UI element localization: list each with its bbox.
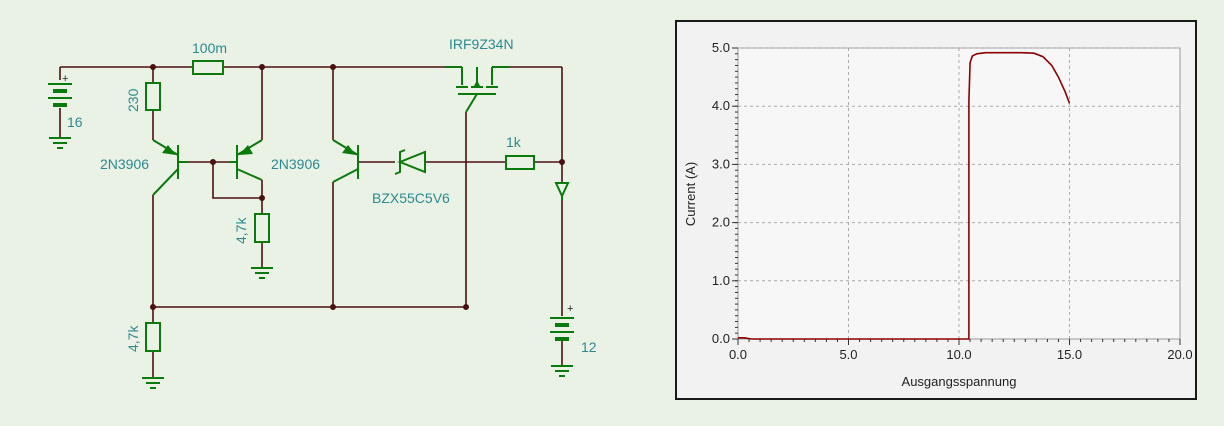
resistor-100m-symbol [192, 60, 224, 75]
output-probe-symbol [554, 182, 570, 200]
resistor-230-symbol [145, 82, 161, 111]
y-tick-label: 1.0 [712, 273, 730, 288]
resistor-1k-symbol [505, 155, 535, 170]
resistor-4k7-mid-symbol [254, 213, 270, 243]
zener-diode-symbol [394, 149, 426, 175]
x-tick-label: 0.0 [729, 347, 747, 362]
resistor-4k7-mid-label: 4,7k [233, 217, 249, 244]
transistor-q3-symbol [332, 139, 359, 183]
battery-in-label: 16 [67, 114, 83, 130]
transistor-q2-label: 2N3906 [271, 156, 320, 172]
transistor-q1-label: 2N3906 [100, 156, 149, 172]
resistor-100m-label: 100m [192, 40, 227, 56]
y-tick-labels: 0.0 1.0 2.0 3.0 4.0 5.0 [712, 40, 730, 346]
wires [59, 66, 563, 378]
y-tick-label: 4.0 [712, 98, 730, 113]
x-tick-label: 10.0 [946, 347, 971, 362]
plot-panel: 0.0 5.0 10.0 15.0 20.0 0.0 1.0 2.0 3.0 4.0 5.0 Au… [675, 20, 1197, 400]
junctions [150, 64, 565, 310]
resistor-4k7-bottom-symbol [145, 322, 161, 352]
grid [738, 47, 1180, 339]
mosfet-symbol [445, 66, 510, 113]
resistor-4k7-bottom-label: 4,7k [125, 325, 141, 352]
x-tick-label: 5.0 [839, 347, 857, 362]
ground-mid-symbol [251, 267, 273, 279]
zener-label: BZX55C5V6 [372, 190, 450, 206]
battery-in-symbol [48, 83, 72, 107]
battery-out-plus: + [567, 303, 573, 315]
transistor-q1-symbol [152, 139, 188, 196]
axis-ticks [732, 47, 1181, 345]
y-tick-label: 0.0 [712, 331, 730, 346]
circuit-schematic: + 16 100m 230 2N3906 2N3906 4,7k [48, 36, 597, 389]
x-tick-label: 20.0 [1167, 347, 1192, 362]
transistor-q2-symbol [230, 139, 263, 181]
y-tick-label: 3.0 [712, 156, 730, 171]
y-tick-label: 5.0 [712, 40, 730, 55]
x-axis-title: Ausgangsspannung [902, 374, 1017, 389]
battery-out-symbol [550, 317, 574, 341]
ground-bottom-symbol [142, 377, 164, 389]
resistor-1k-label: 1k [506, 134, 522, 150]
y-axis-title: Current (A) [683, 162, 698, 226]
y-tick-label: 2.0 [712, 215, 730, 230]
resistor-230-label: 230 [125, 88, 141, 112]
ground-in-symbol [49, 137, 71, 149]
x-tick-label: 15.0 [1057, 347, 1082, 362]
battery-in-plus: + [62, 73, 68, 85]
series-line [738, 51, 1071, 340]
current-vs-voltage-chart: 0.0 5.0 10.0 15.0 20.0 0.0 1.0 2.0 3.0 4.0 5.0 Au… [683, 40, 1193, 389]
battery-out-label: 12 [581, 339, 597, 355]
ground-out-symbol [551, 365, 573, 377]
mosfet-label: IRF9Z34N [449, 36, 514, 52]
x-tick-labels: 0.0 5.0 10.0 15.0 20.0 [729, 347, 1193, 362]
